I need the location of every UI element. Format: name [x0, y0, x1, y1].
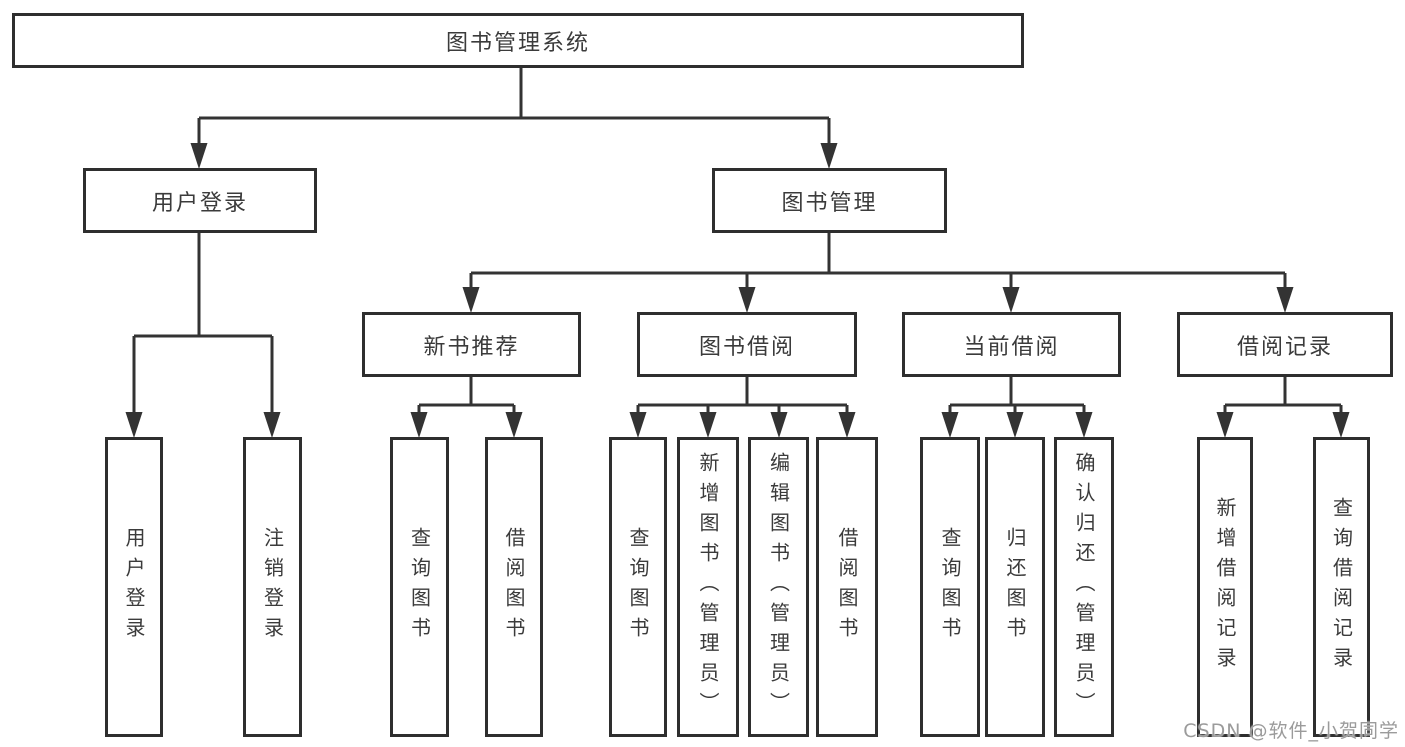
csdn-watermark: CSDN @软件_小贺同学	[1183, 720, 1399, 742]
leaf-edit-books-admin: 编辑图书（管理员）	[748, 437, 809, 737]
leaf-logout: 注销登录	[243, 437, 302, 737]
leaf-label: 查询图书	[407, 527, 432, 647]
node-label: 当前借阅	[963, 334, 1060, 360]
leaf-label: 新增图书（管理员）	[696, 452, 720, 722]
leaf-label: 用户登录	[122, 527, 146, 647]
leaf-query-books-current: 查询图书	[920, 437, 980, 737]
leaf-query-books-borrow: 查询图书	[609, 437, 667, 737]
node-label: 图书借阅	[698, 334, 795, 360]
node-new-book-recommendation: 新书推荐	[362, 312, 581, 377]
leaf-borrow-books-recommend: 借阅图书	[485, 437, 543, 737]
leaf-label: 编辑图书（管理员）	[766, 452, 791, 722]
leaf-label: 确认归还（管理员）	[1072, 452, 1096, 722]
node-borrowing-records: 借阅记录	[1177, 312, 1393, 377]
node-label: 借阅记录	[1236, 334, 1333, 360]
leaf-return-books: 归还图书	[985, 437, 1045, 737]
leaf-confirm-return-admin: 确认归还（管理员）	[1054, 437, 1114, 737]
node-label: 图书管理系统	[445, 30, 590, 56]
leaf-label: 查询借阅记录	[1329, 497, 1354, 677]
node-label: 新书推荐	[423, 334, 520, 360]
leaf-label: 借阅图书	[502, 527, 526, 647]
leaf-label: 查询图书	[938, 527, 962, 647]
leaf-add-borrow-record: 新增借阅记录	[1197, 437, 1253, 737]
node-book-borrowing: 图书借阅	[637, 312, 857, 377]
node-label: 用户登录	[151, 190, 248, 216]
node-book-management: 图书管理	[712, 168, 947, 233]
leaf-label: 归还图书	[1003, 527, 1027, 647]
leaf-query-books-recommend: 查询图书	[390, 437, 449, 737]
leaf-label: 借阅图书	[835, 527, 859, 647]
leaf-query-borrow-record: 查询借阅记录	[1313, 437, 1370, 737]
leaf-borrow-books: 借阅图书	[816, 437, 878, 737]
node-label: 图书管理	[781, 190, 878, 216]
leaf-user-login: 用户登录	[105, 437, 163, 737]
leaf-label: 查询图书	[626, 527, 650, 647]
leaf-label: 新增借阅记录	[1213, 497, 1237, 677]
node-user-login: 用户登录	[83, 168, 317, 233]
node-library-management-system: 图书管理系统	[12, 13, 1024, 68]
node-current-borrowing: 当前借阅	[902, 312, 1121, 377]
leaf-label: 注销登录	[260, 527, 285, 647]
leaf-add-books-admin: 新增图书（管理员）	[677, 437, 739, 737]
